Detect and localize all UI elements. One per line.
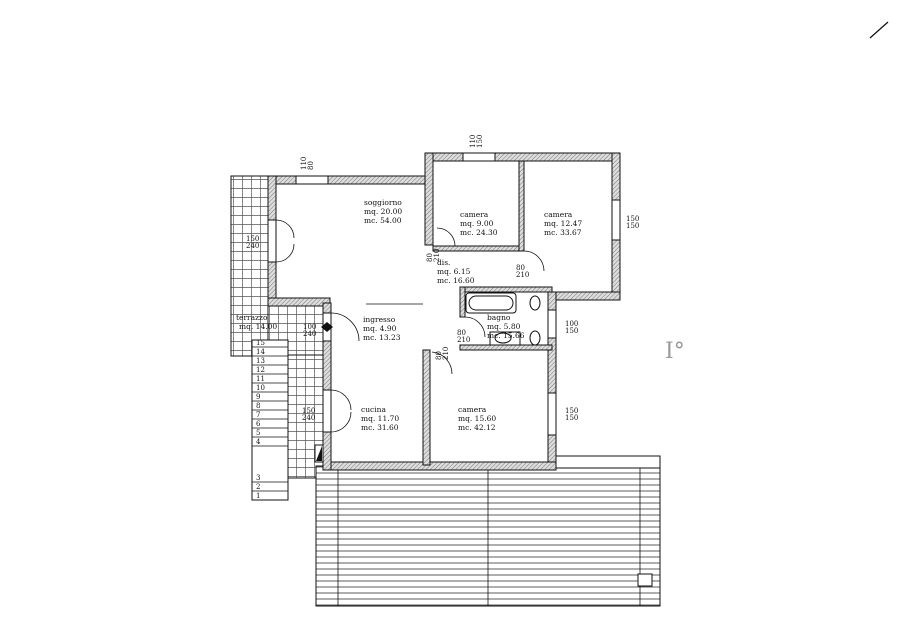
room-name-disimpegno: dis.: [437, 258, 450, 267]
opening-width-4: 80: [426, 253, 434, 262]
room-volume-camera-1: mc. 24.30: [460, 228, 498, 237]
room-name-terrazzo: terrazzo: [236, 313, 268, 322]
opening-height-8: 150: [565, 327, 578, 335]
stair-step-number: 3: [256, 474, 260, 482]
opening-height-6: 240: [303, 330, 316, 338]
stray-mark: [869, 21, 889, 39]
room-area-disimpegno: mq. 6.15: [437, 267, 471, 276]
room-area-soggiorno: mq. 20.00: [364, 207, 402, 216]
stair-step-number: 4: [256, 438, 261, 446]
room-volume-soggiorno: mc. 54.00: [364, 216, 402, 225]
room-area-camera-3: mq. 15.60: [458, 414, 496, 423]
opening-width-0: 110: [300, 157, 308, 170]
opening-width-9: 80: [435, 351, 443, 360]
opening-width-10: 150: [565, 407, 578, 415]
stair-step-number: 14: [256, 348, 265, 356]
room-name-camera-2: camera: [544, 210, 573, 219]
stair-step-number: 1: [256, 492, 260, 500]
room-name-camera-3: camera: [458, 405, 487, 414]
pergola: [315, 455, 661, 607]
opening-width-7: 80: [457, 329, 466, 337]
stair-step-number: 12: [256, 366, 265, 374]
opening-height-5: 210: [516, 271, 529, 279]
opening-width-11: 150: [302, 407, 315, 415]
room-volume-camera-3: mc. 42.12: [458, 423, 496, 432]
room-area-terrazzo: mq. 14.00: [239, 322, 277, 331]
opening-height-2: 150: [626, 222, 639, 230]
opening-height-10: 150: [565, 414, 578, 422]
room-area-camera-1: mq. 9.00: [460, 219, 494, 228]
opening-width-3: 150: [246, 235, 259, 243]
room-name-camera-1: camera: [460, 210, 489, 219]
room-volume-bagno: mc. 15.66: [487, 331, 525, 340]
stair-step-number: 13: [256, 357, 265, 365]
stair-step-number: 8: [256, 402, 260, 410]
opening-height-0: 80: [307, 161, 315, 170]
opening-height-11: 240: [302, 414, 315, 422]
opening-height-4: 210: [433, 249, 441, 262]
room-volume-camera-2: mc. 33.67: [544, 228, 582, 237]
room-volume-disimpegno: mc. 16.60: [437, 276, 475, 285]
room-volume-cucina: mc. 31.60: [361, 423, 399, 432]
opening-width-8: 100: [565, 320, 578, 328]
opening-width-5: 80: [516, 264, 525, 272]
opening-height-3: 240: [246, 242, 259, 250]
room-name-ingresso: ingresso: [363, 315, 396, 324]
opening-height-7: 210: [457, 336, 470, 344]
room-name-soggiorno: soggiorno: [364, 198, 402, 207]
room-area-cucina: mq. 11.70: [361, 414, 399, 423]
stair-step-number: 9: [256, 393, 260, 401]
opening-width-2: 150: [626, 215, 639, 223]
room-name-bagno: bagno: [487, 313, 511, 322]
room-area-ingresso: mq. 4.90: [363, 324, 397, 333]
stair-step-number: 15: [256, 339, 265, 347]
opening-width-6: 100: [303, 323, 316, 331]
room-area-bagno: mq. 5.80: [487, 322, 521, 331]
opening-height-1: 150: [476, 135, 484, 148]
stair-step-number: 2: [256, 483, 260, 491]
room-area-camera-2: mq. 12.47: [544, 219, 582, 228]
floor-mark: I°: [665, 339, 685, 364]
stair-step-number: 10: [256, 384, 265, 392]
opening-height-9: 210: [442, 347, 450, 360]
stair-step-number: 5: [256, 429, 260, 437]
stair-step-number: 6: [256, 420, 261, 428]
openings: [267, 152, 621, 463]
room-name-cucina: cucina: [361, 405, 386, 414]
room-volume-ingresso: mc. 13.23: [363, 333, 401, 342]
bathroom-fixtures: [465, 292, 541, 346]
opening-width-1: 110: [469, 135, 477, 148]
stair-step-number: 7: [256, 411, 260, 419]
stair-step-number: 11: [256, 375, 265, 383]
